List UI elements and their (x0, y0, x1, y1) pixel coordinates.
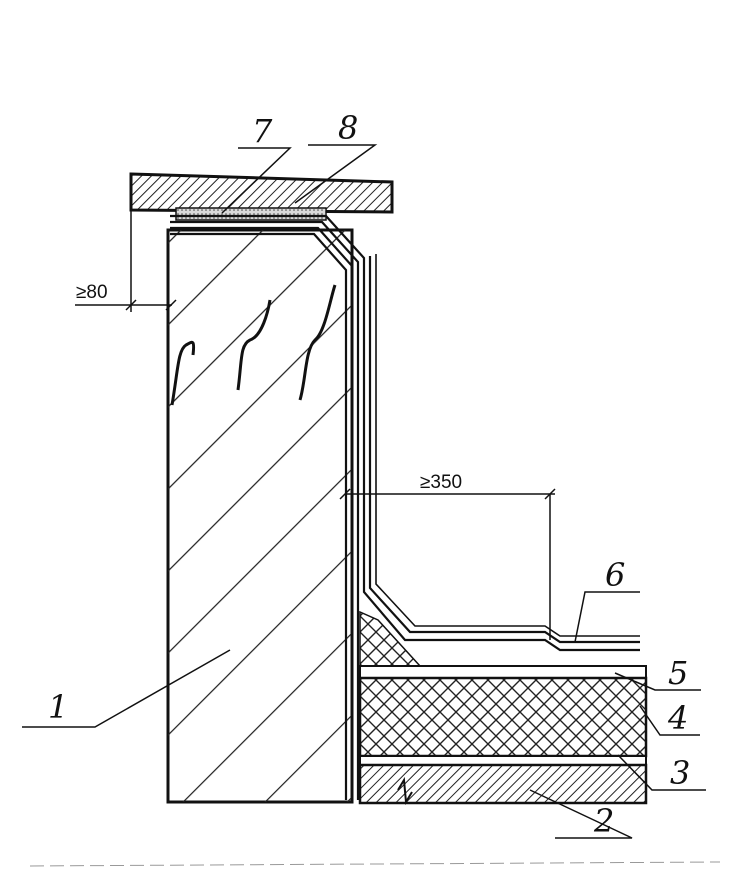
dimension-label-cap-overhang: ≥80 (76, 282, 108, 303)
callout-7: 7 (252, 112, 273, 150)
page-edge-line (29, 861, 721, 867)
callout-8: 8 (338, 109, 358, 147)
coping-cap (129, 172, 394, 214)
dimension-label-membrane-run: ≥350 (420, 472, 462, 493)
callout-6: 6 (605, 556, 625, 594)
vapor-barrier (359, 755, 647, 766)
leader-lines (22, 144, 706, 839)
sealant-strip (175, 207, 327, 221)
callout-3: 3 (670, 754, 690, 792)
leveling-layer (359, 665, 647, 679)
parapet-wall (166, 228, 354, 804)
callout-2: 2 (593, 802, 614, 840)
callout-4: 4 (667, 699, 688, 737)
callout-5: 5 (668, 654, 688, 692)
structural-slab (358, 763, 648, 806)
insulation-layer (358, 676, 648, 758)
dimension-cap-overhang (75, 210, 177, 312)
callout-1: 1 (48, 688, 68, 726)
waterproof-membrane (170, 214, 640, 800)
dimension-membrane-run (339, 488, 556, 640)
